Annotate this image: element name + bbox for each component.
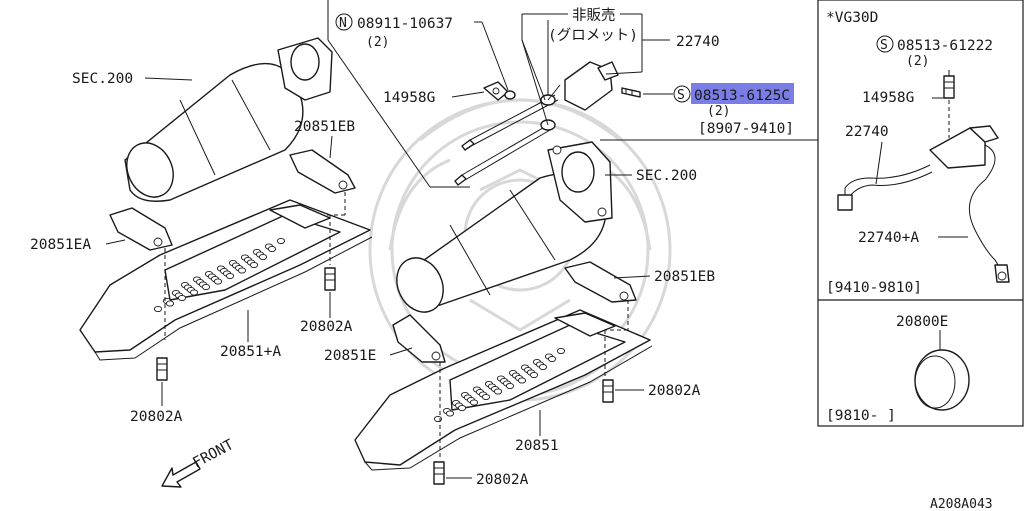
perforation-hole bbox=[457, 404, 467, 412]
nut-qty: (2) bbox=[366, 35, 389, 50]
perforation-hole bbox=[225, 272, 235, 280]
grommet-label: (グロメット) bbox=[548, 27, 638, 44]
panel-screw-symbol: S bbox=[876, 35, 894, 53]
perforation-hole bbox=[481, 393, 491, 401]
oxygen-sensor-22740 bbox=[454, 20, 619, 186]
perforation-hole bbox=[213, 278, 223, 285]
insulator-20851e-label: 20851E bbox=[324, 348, 376, 364]
not-sold-label: 非販売 bbox=[572, 7, 616, 24]
insulator-perforations-center bbox=[433, 347, 566, 423]
perforation-hole bbox=[249, 261, 259, 269]
insulator-20851a-label: 20851+A bbox=[220, 344, 281, 360]
bolt-20802a-center-bottom bbox=[433, 461, 445, 485]
catalytic-converter-center bbox=[396, 141, 613, 313]
bolt-20802a-left-bottom-label: 20802A bbox=[130, 409, 183, 425]
variant-panel bbox=[817, 0, 1024, 427]
panel-sensor-22740 bbox=[837, 125, 1010, 283]
date-range-9810: [9810- ] bbox=[826, 408, 896, 424]
panel-screw-icon bbox=[943, 75, 955, 99]
insulator-20851eb-mid bbox=[564, 261, 637, 303]
insulator-20851eb-mid-label: 20851EB bbox=[654, 269, 715, 285]
bolt-20802a-center-bottom-label: 20802A bbox=[476, 472, 529, 488]
svg-text:S: S bbox=[677, 88, 685, 103]
perforation-hole bbox=[433, 415, 443, 423]
panel-bracket-label: 14958G bbox=[862, 90, 914, 106]
insulator-20851e bbox=[392, 314, 446, 363]
bracket-14958g bbox=[483, 81, 516, 101]
panel-cap-label: 20800E bbox=[896, 314, 948, 330]
panel-sensor-22740-label: 22740 bbox=[845, 124, 889, 140]
bolt-20802a-left-bottom bbox=[156, 357, 168, 381]
perforation-hole bbox=[237, 267, 247, 274]
panel-sensor-22740a-label: 22740+A bbox=[858, 230, 919, 246]
catalytic-converter-left bbox=[124, 37, 333, 202]
perforation-hole bbox=[267, 245, 277, 253]
figure-code: A208A043 bbox=[930, 497, 993, 511]
sec200-left-label: SEC.200 bbox=[72, 71, 133, 87]
perforation-hole bbox=[445, 410, 455, 417]
perforation-hole bbox=[547, 355, 557, 363]
insulator-20851ea bbox=[109, 207, 173, 251]
perforation-hole bbox=[529, 371, 539, 379]
bolt-20802a-center-right-label: 20802A bbox=[648, 383, 701, 399]
screw-part-highlight[interactable] bbox=[691, 83, 794, 104]
insulator-perforations-left bbox=[153, 237, 286, 313]
svg-text:S: S bbox=[880, 38, 888, 53]
perforation-hole bbox=[538, 363, 548, 371]
perforation-hole bbox=[189, 289, 199, 296]
nut-part-number: 08911-10637 bbox=[357, 16, 453, 32]
insulator-20851eb-left-label: 20851EB bbox=[294, 119, 355, 135]
perforation-hole bbox=[165, 300, 175, 307]
perforation-hole bbox=[505, 382, 515, 390]
front-label: FRONT bbox=[190, 437, 236, 472]
screw-qty: (2) bbox=[707, 104, 730, 119]
perforation-hole bbox=[276, 237, 286, 245]
panel-cap-20800e bbox=[914, 349, 970, 411]
date-range-8907-9410: [8907-9410] bbox=[698, 121, 794, 137]
panel-title: *VG30D bbox=[826, 10, 878, 26]
sensor-22740-label: 22740 bbox=[676, 34, 720, 50]
perforation-hole bbox=[177, 294, 187, 302]
bolt-20802a-center-right bbox=[602, 379, 614, 403]
insulator-20851-label: 20851 bbox=[515, 438, 559, 454]
front-arrow-icon bbox=[161, 461, 201, 488]
sec200-mid-label: SEC.200 bbox=[636, 168, 697, 184]
screw-08513 bbox=[621, 87, 641, 98]
perforation-hole bbox=[493, 388, 503, 395]
perforation-hole bbox=[517, 377, 527, 384]
bracket-14958g-label: 14958G bbox=[383, 90, 435, 106]
insulator-20851ea-label: 20851EA bbox=[30, 237, 91, 253]
insulator-20851eb-left bbox=[289, 149, 356, 194]
perforation-hole bbox=[201, 283, 211, 291]
perforation-hole bbox=[469, 399, 479, 406]
perforation-hole bbox=[153, 305, 163, 313]
nut-symbol: N bbox=[335, 13, 353, 31]
screw-symbol: S bbox=[673, 85, 691, 103]
bolt-20802a-left-top bbox=[324, 267, 336, 291]
screw-part-number: 08513-6125C bbox=[694, 88, 790, 104]
perforation-hole bbox=[258, 253, 268, 261]
panel-screw-qty: (2) bbox=[906, 54, 929, 69]
svg-text:N: N bbox=[339, 16, 347, 31]
date-range-9410-9810: [9410-9810] bbox=[826, 280, 922, 296]
panel-screw-part: 08513-61222 bbox=[897, 38, 993, 54]
perforation-hole bbox=[556, 347, 566, 355]
bolt-20802a-left-top-label: 20802A bbox=[300, 319, 353, 335]
